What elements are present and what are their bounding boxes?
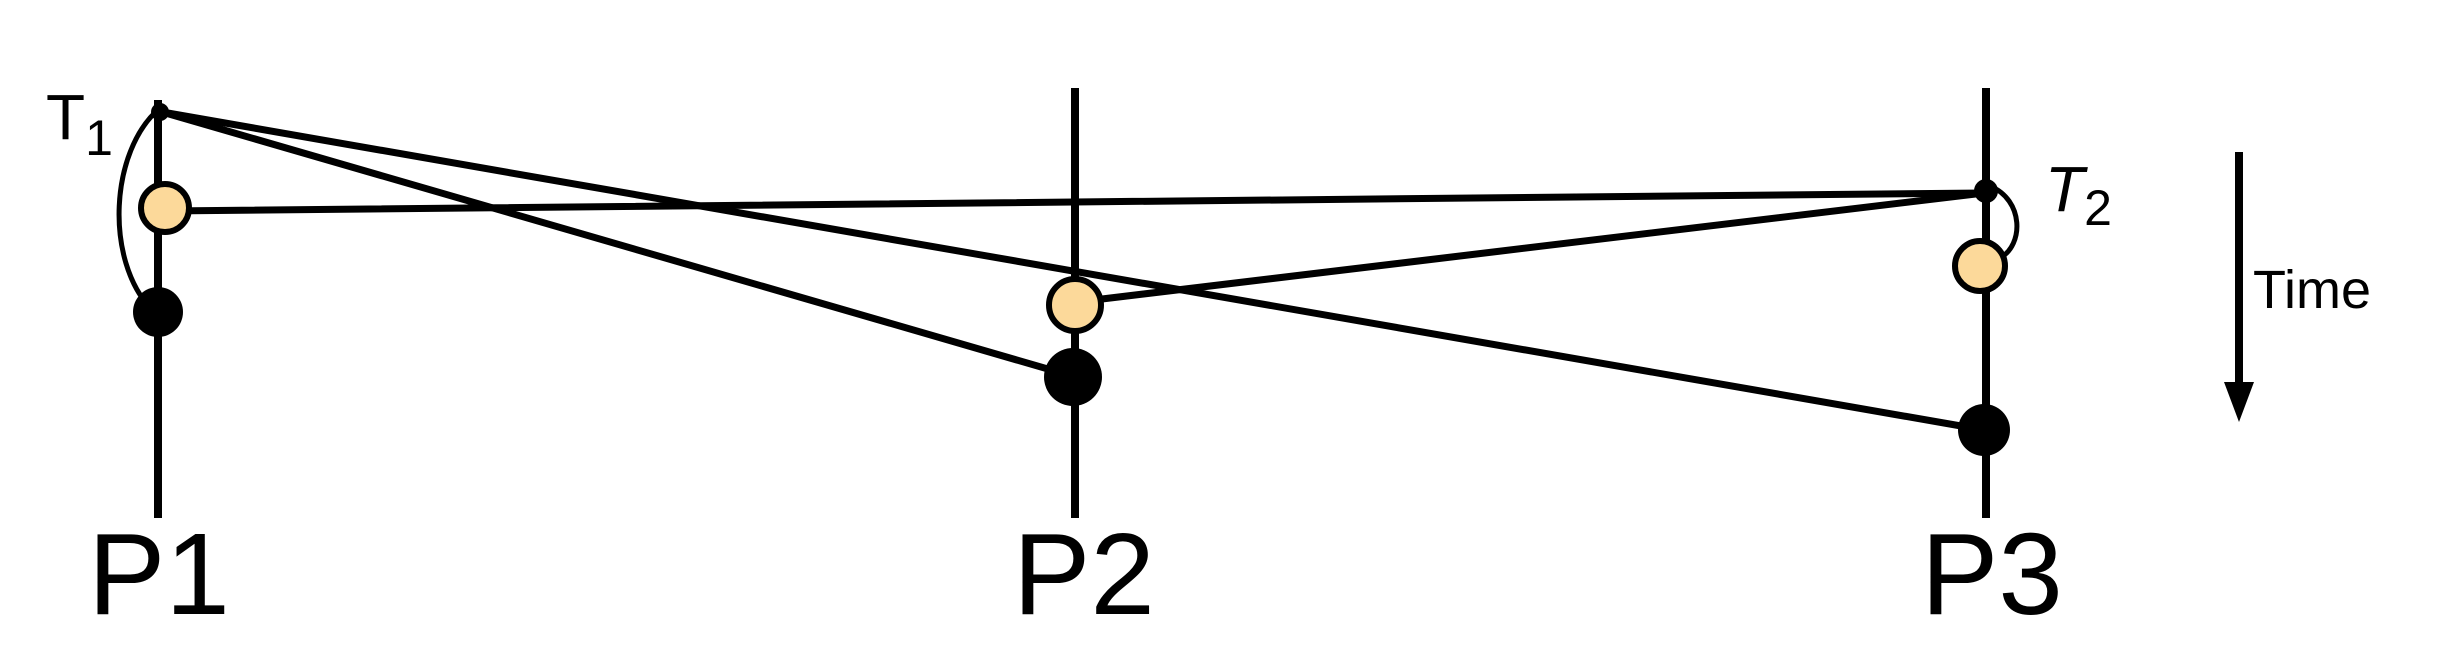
timestamp-t2-label: T2	[2045, 153, 2112, 236]
event-t1-point	[151, 103, 169, 121]
arc-t2	[1988, 183, 2020, 261]
message-t1-to-p3	[158, 108, 1988, 434]
message-t2-to-p2	[1073, 189, 1988, 306]
arc-t1	[116, 106, 162, 312]
process-label-p3: P3	[1921, 509, 2063, 639]
event-p3-receive	[1952, 238, 2008, 294]
event-p1-receive	[138, 181, 192, 235]
event-p2-local	[1044, 348, 1102, 406]
time-arrow-head-icon	[2224, 382, 2254, 422]
event-t2-point	[1974, 179, 1998, 203]
message-t1-to-p2	[158, 108, 1076, 380]
message-t2-to-p1	[161, 189, 1988, 215]
event-p3-local	[1958, 404, 2010, 456]
timestamp-t1-label: T1	[46, 81, 113, 166]
process-label-p1: P1	[88, 509, 230, 639]
event-p1-local	[133, 287, 183, 337]
time-axis-label: Time	[2253, 260, 2371, 320]
event-p2-receive	[1046, 276, 1104, 334]
process-label-p2: P2	[1013, 509, 1155, 639]
